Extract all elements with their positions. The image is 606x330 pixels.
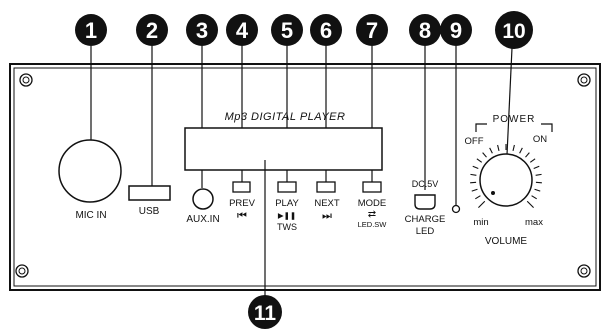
volume-scale-tick: [519, 147, 523, 154]
next-button[interactable]: [316, 181, 336, 193]
volume-scale-ticks: [470, 144, 542, 208]
volume-scale-tick: [478, 200, 486, 208]
display-title: Mp3 DIGITAL PLAYER: [225, 111, 346, 123]
callout-badge-10: 10: [495, 11, 533, 49]
power-on-label: ON: [533, 134, 547, 145]
corner-screw-icon: [19, 73, 33, 87]
mic-in-label: MIC IN: [75, 210, 106, 221]
power-off-label: OFF: [465, 136, 484, 147]
dc-input-label: DC.5V: [412, 179, 439, 189]
svg-text:5: 5: [281, 18, 293, 43]
volume-scale-tick: [512, 144, 515, 151]
volume-scale-tick: [497, 144, 500, 151]
corner-screw-icon: [577, 73, 591, 87]
volume-knob-indicator-dot: [491, 191, 495, 195]
volume-scale-tick: [470, 173, 477, 176]
svg-text:7: 7: [366, 18, 378, 43]
volume-scale-tick: [472, 165, 479, 170]
callout-badge-8: 8: [409, 14, 441, 46]
prev-label: PREV: [229, 198, 256, 209]
usb-label: USB: [139, 206, 160, 217]
volume-min-label: min: [473, 217, 488, 228]
callout-badge-5: 5: [271, 14, 303, 46]
svg-text:6: 6: [320, 18, 332, 43]
volume-scale-tick: [535, 173, 542, 176]
volume-scale-tick: [471, 188, 478, 192]
usb-port[interactable]: [128, 185, 171, 201]
mic-in-jack[interactable]: [58, 139, 122, 203]
volume-max-label: max: [525, 217, 543, 228]
svg-text:10: 10: [502, 20, 525, 43]
panel-inner-frame: [13, 67, 597, 287]
led-sw-label: LED.SW: [358, 220, 388, 229]
volume-scale-tick: [534, 188, 541, 192]
dc-input-port[interactable]: [414, 194, 436, 210]
play-button[interactable]: [277, 181, 297, 193]
power-bracket: [475, 123, 553, 132]
callout-badge-9: 9: [440, 14, 472, 46]
svg-text:1: 1: [85, 18, 97, 43]
volume-scale-tick: [531, 195, 537, 200]
svg-text:3: 3: [196, 18, 208, 43]
volume-scale-tick: [526, 200, 534, 208]
callout-badge-2: 2: [136, 14, 168, 46]
svg-text:11: 11: [254, 302, 277, 325]
callout-badge-11: 11: [248, 295, 282, 329]
prev-icon: ⏮: [237, 210, 247, 222]
volume-scale-tick: [525, 152, 530, 158]
play-label: PLAY: [275, 198, 299, 209]
mode-switch-icon: ⇄: [368, 209, 376, 220]
callout-badge-7: 7: [356, 14, 388, 46]
callout-badge-4: 4: [226, 14, 258, 46]
svg-text:8: 8: [419, 18, 431, 43]
leader-lines: [90, 46, 513, 300]
volume-label: VOLUME: [485, 236, 528, 247]
callout-badge-1: 1: [75, 14, 107, 46]
next-icon: ⏭: [322, 210, 332, 222]
lcd-display: [184, 127, 383, 171]
next-label: NEXT: [314, 198, 340, 209]
mode-button[interactable]: [362, 181, 382, 193]
play-pause-icon: ▶❚❚: [278, 211, 296, 220]
volume-scale-tick: [482, 152, 487, 158]
mode-label: MODE: [358, 198, 387, 209]
volume-scale-tick: [489, 147, 493, 154]
callout-badge-3: 3: [186, 14, 218, 46]
svg-text:4: 4: [236, 18, 249, 43]
aux-in-label: AUX.IN: [186, 214, 219, 225]
callout-badge-6: 6: [310, 14, 342, 46]
volume-scale-tick: [476, 158, 483, 163]
volume-scale-tick: [533, 165, 540, 170]
power-label: POWER: [493, 114, 536, 125]
tws-label: TWS: [277, 222, 297, 232]
panel-outer-frame: [9, 63, 601, 291]
charge-led-indicator: [451, 204, 461, 214]
aux-in-jack[interactable]: [192, 188, 214, 210]
corner-screw-icon: [577, 264, 591, 278]
volume-scale-tick: [475, 195, 481, 200]
svg-text:2: 2: [146, 18, 158, 43]
corner-screw-icon: [15, 264, 29, 278]
charge-label: CHARGE: [405, 214, 446, 225]
volume-knob[interactable]: [479, 153, 533, 207]
svg-text:9: 9: [450, 18, 462, 43]
prev-button[interactable]: [232, 181, 251, 193]
led-label: LED: [416, 226, 435, 237]
volume-scale-tick: [529, 158, 536, 163]
